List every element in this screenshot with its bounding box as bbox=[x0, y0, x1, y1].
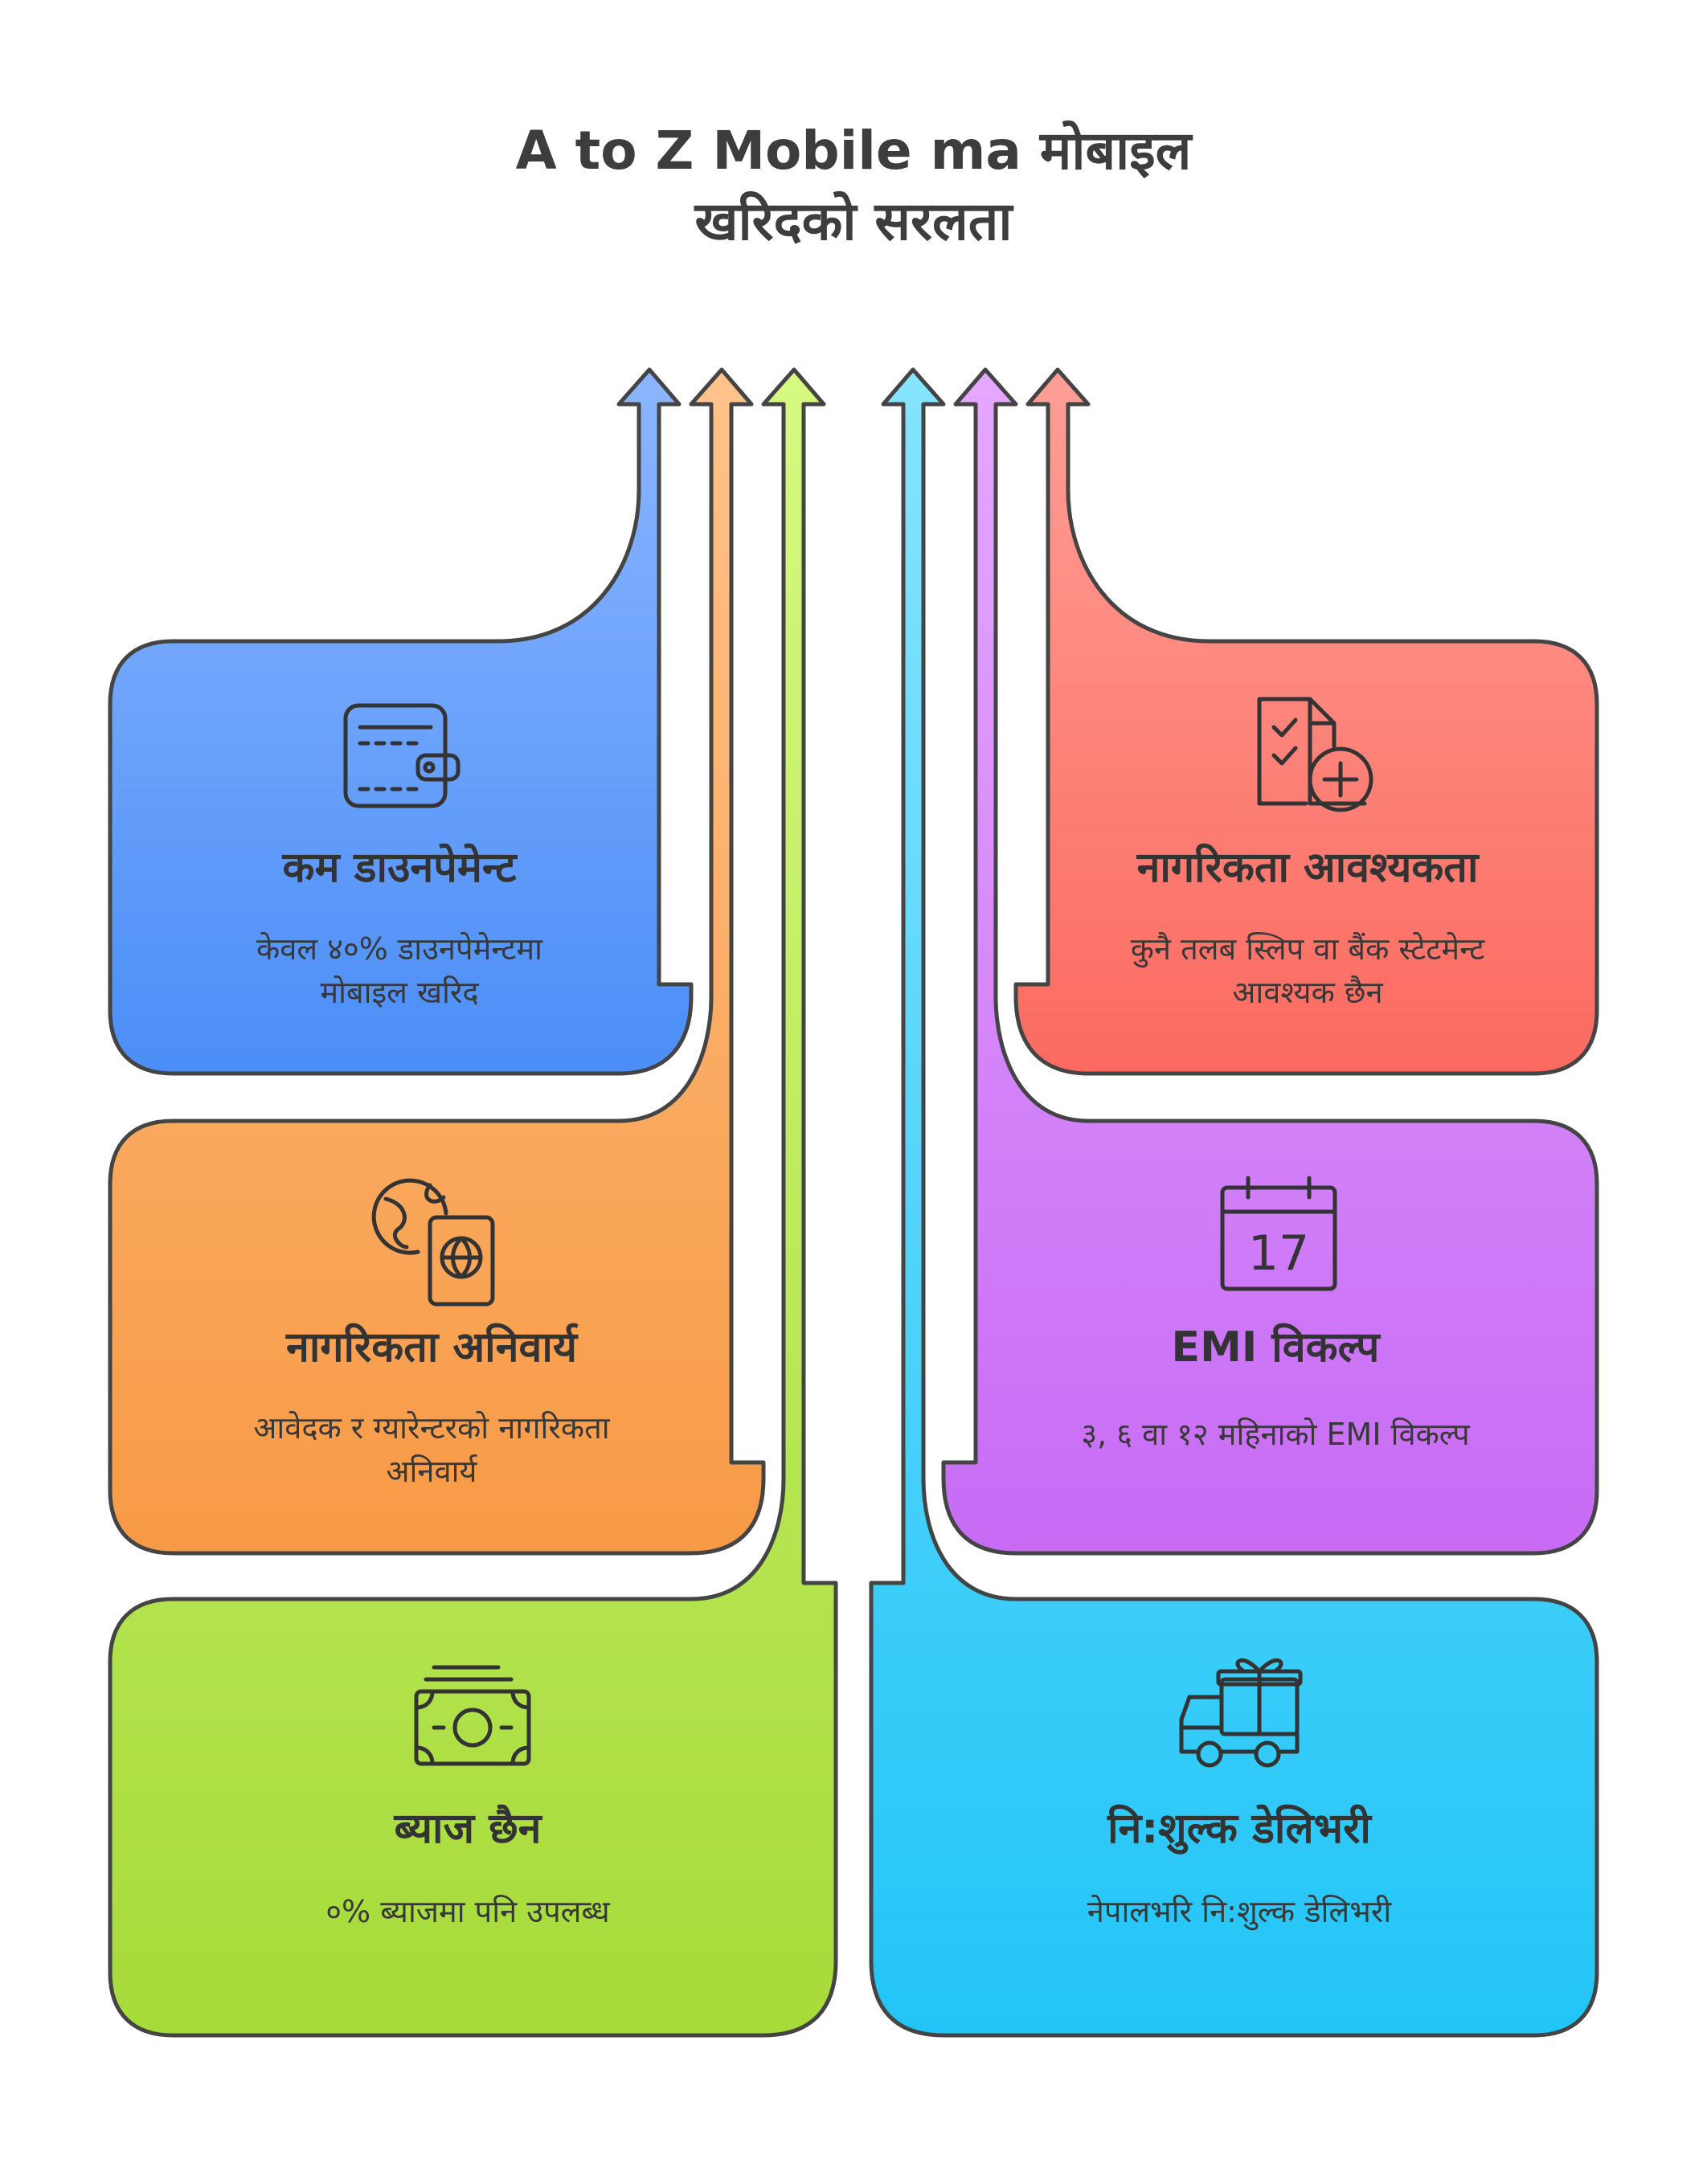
card-title-citizenship-required: नागरिकता अनिवार्य bbox=[285, 1323, 578, 1372]
calendar-day: 17 bbox=[1248, 1225, 1309, 1282]
card-shape-emi-option bbox=[941, 367, 1599, 1556]
card-desc-down-payment-line2: मोबाइल खरिद bbox=[320, 975, 479, 1010]
card-title-no-interest: ब्याज छैन bbox=[394, 1805, 542, 1853]
card-desc-no-interest: ०% ब्याजमा पनि उपलब्ध bbox=[325, 1894, 610, 1929]
card-desc-citizenship-required-line2: अनिवार्य bbox=[386, 1454, 477, 1489]
card-shape-down-payment bbox=[108, 367, 694, 1076]
card-desc-citizenship-required-line1: आवेदक र ग्यारेन्टरको नागरिकता bbox=[253, 1410, 610, 1446]
card-title-free-delivery: नि:शुल्क डेलिभरी bbox=[1107, 1805, 1371, 1853]
page-title-line2: खरिदको सरलता bbox=[694, 190, 1013, 252]
card-title-documents-needed: नागरिकता आवश्यकता bbox=[1136, 844, 1479, 892]
card-desc-down-payment-line1: केवल ४०% डाउनपेमेन्टमा bbox=[256, 931, 542, 967]
card-desc-emi-option: ३, ६ वा १२ महिनाको EMI विकल्प bbox=[1081, 1417, 1470, 1452]
card-shape-free-delivery bbox=[869, 367, 1599, 2038]
card-shape-citizenship-required bbox=[108, 367, 766, 1556]
cash-icon bbox=[414, 1665, 531, 1766]
card-shape-no-interest bbox=[108, 367, 838, 2038]
document-checklist-icon bbox=[1257, 697, 1373, 812]
card-desc-documents-needed-line1: कुनै तलब स्लिप वा बैंक स्टेटमेन्ट bbox=[1130, 931, 1485, 967]
gift-truck-icon bbox=[1179, 1658, 1303, 1768]
card-title-down-payment: कम डाउनपेमेन्ट bbox=[282, 844, 517, 892]
card-title-emi-option: EMI विकल्प bbox=[1171, 1323, 1380, 1372]
globe-passport-icon bbox=[371, 1178, 495, 1307]
wallet-icon bbox=[343, 703, 461, 808]
page-title-line1: A to Z Mobile ma मोबाइल bbox=[515, 120, 1192, 182]
calendar-icon: 17 bbox=[1220, 1176, 1337, 1291]
card-shape-documents-needed bbox=[1013, 367, 1599, 1076]
card-desc-free-delivery: नेपालभरि नि:शुल्क डेलिभरी bbox=[1087, 1894, 1392, 1929]
card-desc-documents-needed-line2: आवश्यक छैन bbox=[1232, 975, 1383, 1010]
